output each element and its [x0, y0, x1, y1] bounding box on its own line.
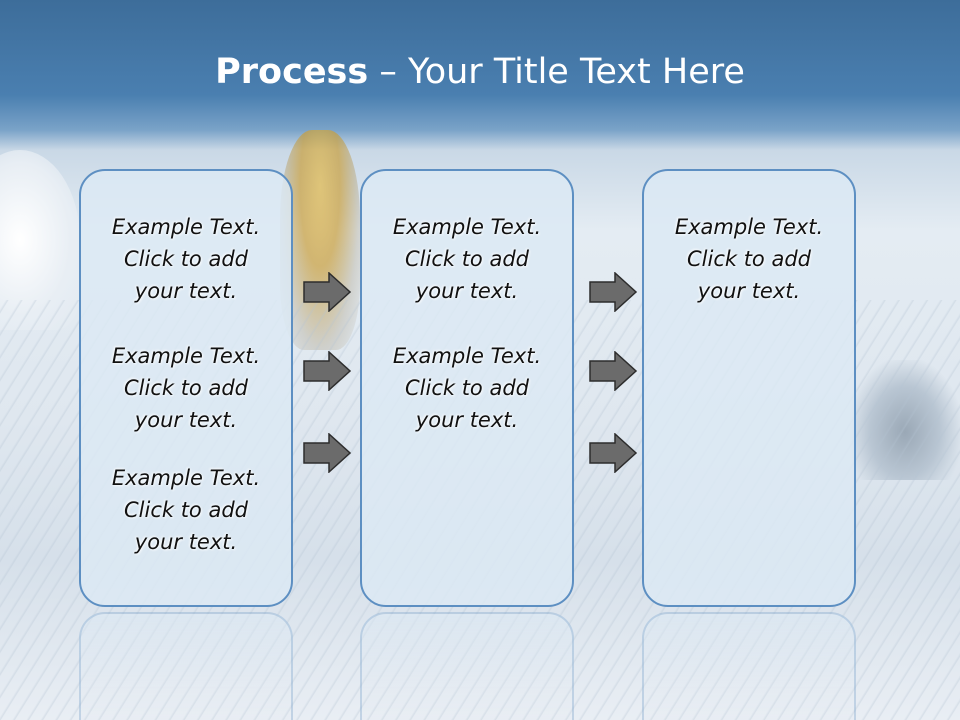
text-line: Example Text. [111, 344, 261, 368]
text-line: Example Text. [111, 466, 261, 490]
text-line: your text. [134, 279, 238, 303]
text-line: Click to add [404, 376, 529, 400]
slide-title[interactable]: Process – Your Title Text Here [0, 52, 960, 92]
panel-3-text-1[interactable]: Example Text. Click to add your text. [642, 211, 856, 307]
text-line: Example Text. [111, 215, 261, 239]
process-panel-1[interactable] [79, 169, 293, 607]
trees-background [850, 360, 960, 480]
process-panel-3[interactable] [642, 169, 856, 607]
text-line: Click to add [123, 247, 248, 271]
text-line: Example Text. [674, 215, 824, 239]
text-line: Click to add [123, 376, 248, 400]
text-line: your text. [415, 279, 519, 303]
snowboarder-background [280, 130, 360, 350]
text-line: your text. [415, 408, 519, 432]
title-bold: Process [215, 52, 369, 92]
text-line: your text. [134, 530, 238, 554]
panel-3-reflection [642, 612, 856, 720]
panel-2-text-1[interactable]: Example Text. Click to add your text. [360, 211, 574, 307]
title-rest: – Your Title Text Here [379, 52, 745, 92]
text-line: Click to add [404, 247, 529, 271]
right-arrow-icon[interactable] [303, 433, 351, 473]
text-line: your text. [134, 408, 238, 432]
panel-1-text-2[interactable]: Example Text. Click to add your text. [79, 340, 293, 436]
right-arrow-icon[interactable] [589, 351, 637, 391]
right-arrow-icon[interactable] [589, 272, 637, 312]
text-line: Example Text. [392, 344, 542, 368]
panel-1-text-3[interactable]: Example Text. Click to add your text. [79, 462, 293, 558]
right-arrow-icon[interactable] [303, 351, 351, 391]
right-arrow-icon[interactable] [303, 272, 351, 312]
panel-1-text-1[interactable]: Example Text. Click to add your text. [79, 211, 293, 307]
text-line: your text. [697, 279, 801, 303]
text-line: Click to add [123, 498, 248, 522]
text-line: Example Text. [392, 215, 542, 239]
process-panel-2[interactable] [360, 169, 574, 607]
panel-2-text-2[interactable]: Example Text. Click to add your text. [360, 340, 574, 436]
panel-1-reflection [79, 612, 293, 720]
panel-2-reflection [360, 612, 574, 720]
right-arrow-icon[interactable] [589, 433, 637, 473]
text-line: Click to add [686, 247, 811, 271]
